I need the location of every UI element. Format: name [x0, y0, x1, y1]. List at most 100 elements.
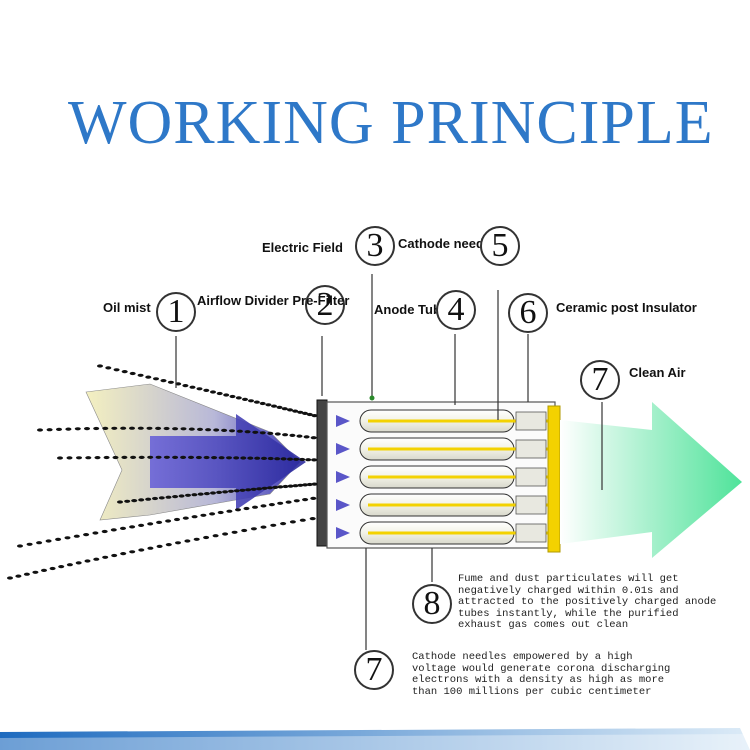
droplet: [261, 486, 268, 490]
droplet: [121, 370, 128, 374]
droplet: [293, 457, 300, 461]
droplet: [280, 457, 287, 461]
insulator-plate: [547, 405, 561, 553]
droplet: [212, 534, 219, 538]
droplet: [216, 391, 223, 396]
ceramic-insulator: [515, 495, 547, 515]
droplet: [231, 530, 238, 534]
droplet: [191, 493, 198, 497]
droplet: [267, 431, 274, 435]
droplet: [287, 484, 294, 488]
droplet: [56, 427, 62, 431]
droplet: [180, 455, 187, 459]
note-fume-dust: Fume and dust particulates will get nega…: [458, 573, 717, 631]
droplet: [113, 368, 120, 372]
droplet: [287, 408, 293, 412]
droplet: [158, 496, 165, 500]
droplet: [172, 495, 179, 499]
droplet: [302, 483, 309, 487]
droplet: [46, 428, 53, 432]
droplet: [156, 544, 163, 549]
droplet: [281, 407, 288, 411]
droplet: [272, 485, 279, 489]
droplet: [175, 541, 181, 545]
droplet: [270, 523, 277, 527]
droplet: [222, 490, 229, 494]
droplet: [163, 426, 170, 431]
droplet: [210, 390, 216, 394]
page-title: WORKING PRINCIPLE: [68, 89, 714, 157]
droplet: [203, 492, 210, 496]
droplet: [203, 388, 210, 392]
footer-bar: [0, 728, 750, 750]
droplet: [145, 375, 152, 379]
droplet: [282, 484, 289, 489]
droplet: [254, 456, 261, 460]
droplet: [26, 542, 33, 546]
droplet: [310, 436, 317, 440]
droplet: [110, 528, 117, 532]
callout-3: 3: [355, 226, 395, 266]
droplet: [250, 527, 257, 531]
label-ceramic-insulator: Ceramic post Insulator: [556, 300, 697, 315]
droplet: [285, 500, 292, 504]
droplet: [228, 489, 234, 493]
droplet: [302, 411, 308, 415]
droplet: [178, 494, 185, 498]
droplet: [296, 434, 303, 438]
droplet: [32, 570, 39, 574]
droplet: [180, 427, 187, 431]
droplet: [160, 379, 167, 383]
droplet: [226, 456, 232, 460]
droplet: [197, 427, 203, 431]
droplet: [172, 455, 179, 459]
droplet: [293, 499, 300, 503]
droplet: [245, 488, 252, 492]
droplet: [182, 516, 189, 520]
droplet: [292, 409, 299, 413]
droplet: [93, 557, 100, 561]
droplet: [243, 506, 250, 511]
droplet: [216, 490, 223, 494]
label-electric-field: Electric Field: [262, 240, 343, 255]
droplet: [165, 519, 172, 523]
droplet: [130, 455, 137, 459]
droplet: [240, 456, 247, 460]
droplet: [137, 373, 144, 377]
droplet: [188, 455, 194, 459]
droplet: [196, 387, 203, 391]
callout-8: 8: [412, 584, 452, 624]
droplet: [303, 435, 310, 439]
droplet: [267, 456, 274, 461]
droplet: [218, 456, 225, 460]
droplet: [76, 456, 82, 460]
droplet: [256, 487, 263, 491]
droplet: [241, 528, 248, 533]
droplet: [129, 371, 136, 376]
droplet: [138, 523, 145, 528]
droplet: [222, 532, 229, 536]
droplet: [277, 501, 284, 505]
droplet: [74, 427, 81, 431]
droplet: [155, 426, 162, 430]
droplet: [102, 555, 109, 559]
droplet: [233, 489, 240, 493]
label-anode-tube: Anode Tube: [374, 302, 449, 317]
droplet: [36, 541, 43, 545]
droplet: [282, 433, 289, 437]
droplet: [64, 536, 71, 540]
droplet: [223, 393, 230, 397]
droplet: [280, 522, 287, 526]
ceramic-insulator: [515, 411, 547, 431]
droplet: [7, 576, 13, 580]
droplet: [97, 364, 103, 368]
droplet: [15, 574, 22, 578]
droplet: [131, 499, 138, 503]
droplet: [124, 499, 131, 503]
droplet: [310, 496, 317, 500]
droplet: [211, 456, 218, 460]
droplet: [252, 430, 259, 434]
droplet: [138, 455, 145, 459]
droplet: [221, 428, 228, 432]
